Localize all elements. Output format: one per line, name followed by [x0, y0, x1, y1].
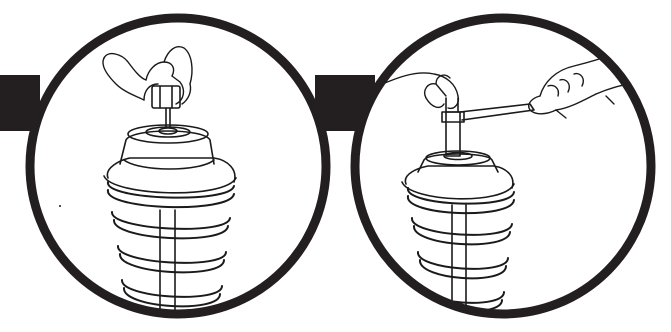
panel-right: [350, 13, 656, 319]
strut-mount-top: [425, 150, 491, 166]
strut-mount-top: [127, 124, 209, 144]
hand-icon: [102, 46, 193, 105]
hand-right-icon: [528, 51, 641, 119]
spring-seat: [401, 153, 515, 200]
coil-spring: [107, 181, 235, 314]
panel-right-frame: [350, 13, 656, 319]
hand-left-icon: [377, 72, 460, 110]
panel-left-frame: [25, 13, 331, 319]
spring-seat: [103, 130, 237, 194]
nut-icon: [151, 85, 181, 129]
panel-left: [25, 13, 331, 319]
